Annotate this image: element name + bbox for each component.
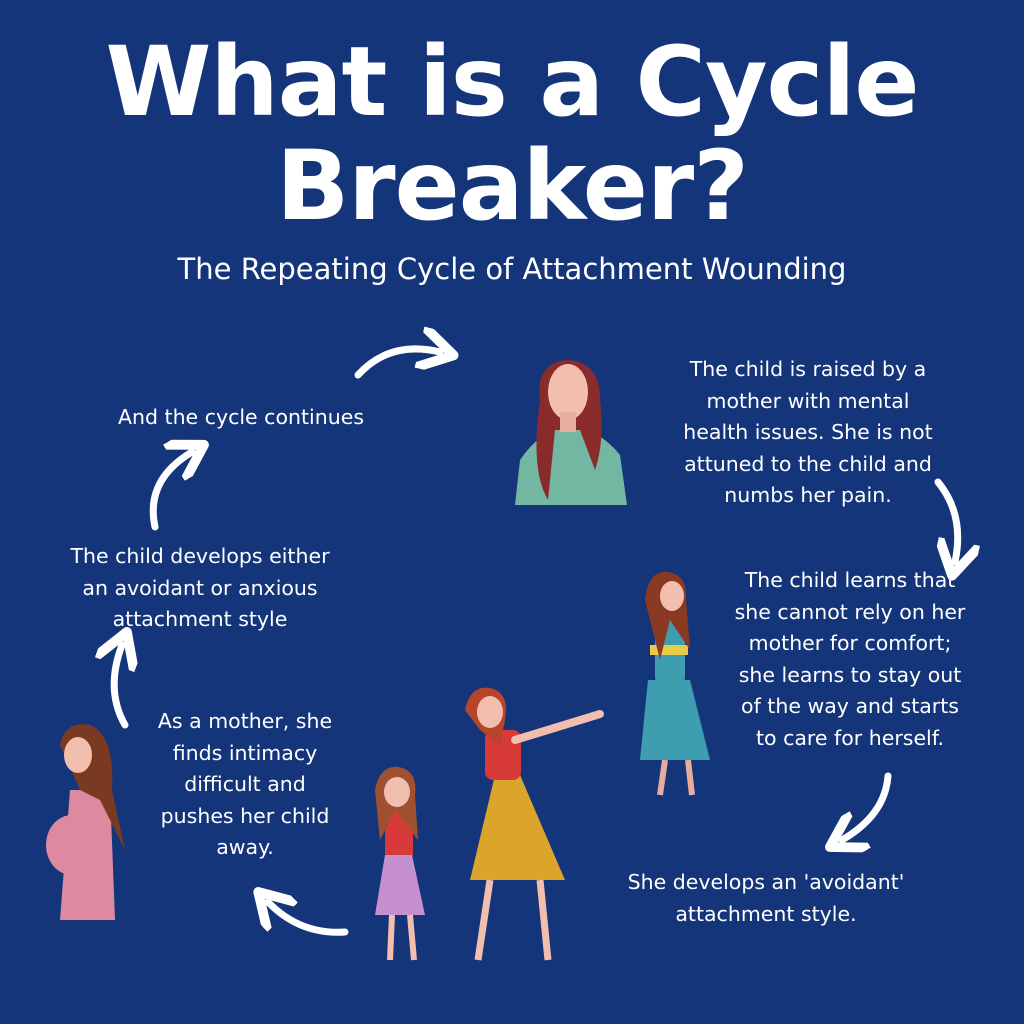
step-3-text: She develops an 'avoidant' attachment st… bbox=[627, 870, 905, 926]
arrow-icon bbox=[842, 772, 892, 840]
pregnant-woman-illustration bbox=[46, 724, 125, 920]
title-line-2: Breaker? bbox=[276, 130, 749, 242]
small-child-illustration bbox=[375, 766, 425, 961]
arrow-icon bbox=[149, 452, 192, 531]
arrow-icon bbox=[114, 645, 125, 729]
step-1-text: The child is raised by a mother with men… bbox=[683, 357, 933, 507]
mother-illustration bbox=[515, 360, 627, 505]
step-2-text: The child learns that she cannot rely on… bbox=[734, 568, 966, 750]
arrow-icon bbox=[268, 902, 349, 936]
subtitle: The Repeating Cycle of Attachment Woundi… bbox=[177, 252, 847, 286]
step-5-text: The child develops either an avoidant or… bbox=[70, 544, 330, 631]
arrow-icon bbox=[354, 349, 440, 379]
step-6-text: And the cycle continues bbox=[117, 405, 365, 429]
step-4-text: As a mother, she finds intimacy difficul… bbox=[157, 709, 333, 859]
title-line-1: What is a Cycle bbox=[105, 26, 920, 138]
angry-mother-illustration bbox=[465, 687, 604, 961]
arrow-icon bbox=[938, 478, 958, 562]
sad-girl-illustration bbox=[640, 571, 710, 796]
